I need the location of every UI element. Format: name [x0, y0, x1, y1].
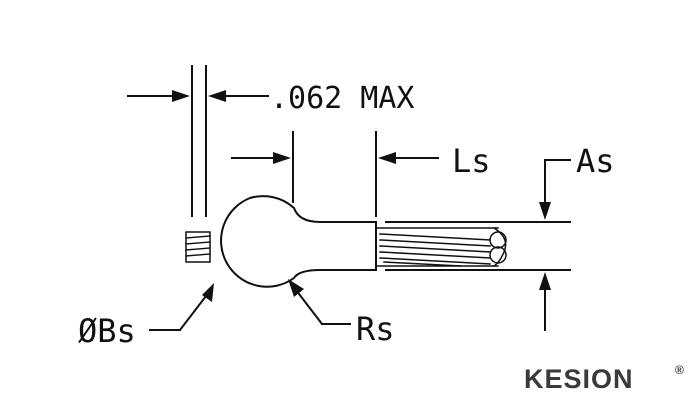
dim-thickness-arrows: [127, 90, 269, 102]
brand-logo: KESION ®: [524, 363, 684, 394]
leader-ball-dia: [149, 283, 214, 332]
dim-sleeve-arrows: [539, 159, 571, 331]
dim-thickness-label: .062 MAX: [270, 81, 415, 116]
cable-body: [375, 226, 507, 268]
dim-length-arrows: [231, 152, 439, 164]
leader-radius: [288, 279, 351, 326]
dim-length-label: Ls: [452, 142, 491, 180]
dim-ball-dia-label: ØBs: [78, 312, 136, 350]
dim-sleeve-label: As: [576, 142, 615, 180]
ball-fitting-outline: [220, 195, 377, 288]
dim-radius-label: Rs: [356, 310, 395, 348]
registered-mark: ®: [675, 363, 684, 377]
logo-text: KESION: [524, 364, 634, 394]
cable-end-left: [185, 231, 211, 263]
